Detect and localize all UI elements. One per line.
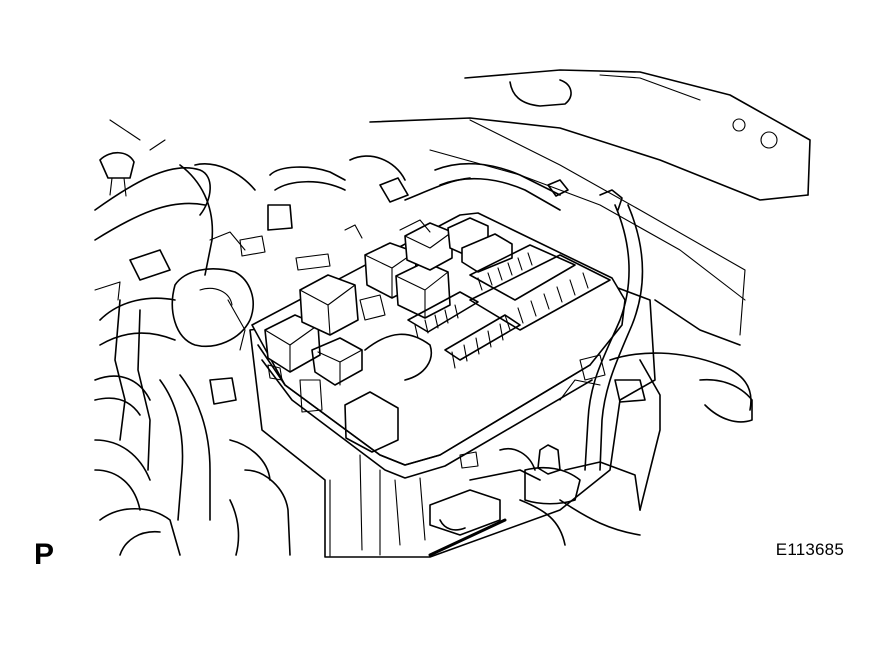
fuse-relay-box	[249, 212, 656, 558]
hood-panel	[369, 69, 811, 336]
left-wiring-harness	[94, 119, 346, 556]
battery-cable	[519, 189, 644, 546]
right-components	[559, 299, 753, 511]
upper-wiring	[344, 155, 569, 239]
figure-id: E113685	[775, 540, 844, 559]
corner-mark: P	[34, 538, 55, 571]
lower-bracket-wiring	[428, 448, 541, 557]
